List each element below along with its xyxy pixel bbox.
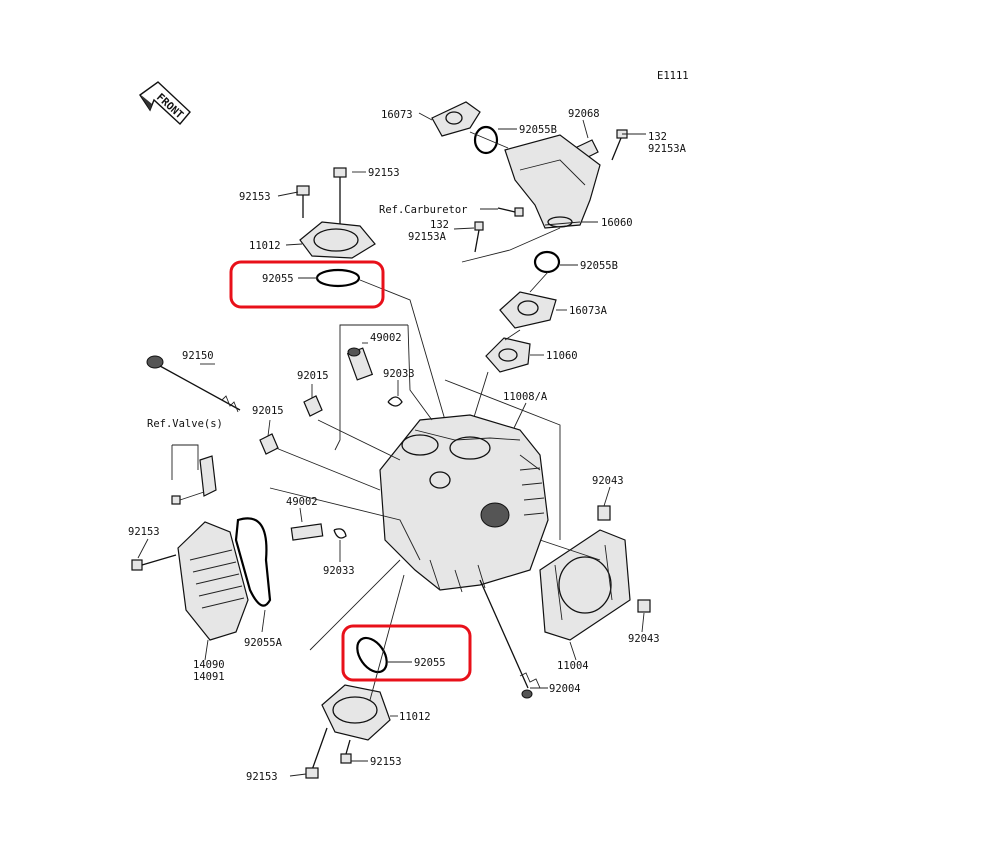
label-11008A: 11008/A (503, 391, 548, 403)
label-92043-top: 92043 (592, 475, 624, 487)
label-92055-bot: 92055 (414, 657, 446, 669)
nut-92015-b (259, 433, 279, 455)
cap-11012-top (299, 221, 376, 259)
insulator-16073 (431, 101, 481, 137)
bolt-92153-side (131, 554, 177, 571)
stud-bolt-92150 (146, 355, 241, 413)
label-ref-valves: Ref.Valve(s) (147, 418, 223, 430)
label-92153-side: 92153 (128, 526, 160, 538)
cylinder-gasket-11004 (539, 529, 631, 641)
label-92055B-mid: 92055B (580, 260, 618, 272)
label-132-top: 132 (648, 131, 667, 143)
label-92015-b: 92015 (252, 405, 284, 417)
stud-92004 (479, 579, 541, 699)
label-49002-top: 49002 (370, 332, 402, 344)
o-ring-92055-bot (356, 636, 388, 674)
label-11004: 11004 (557, 660, 589, 672)
head-cover-14090 (177, 521, 249, 641)
bolt-92153-top (333, 167, 347, 225)
label-92015-a: 92015 (297, 370, 329, 382)
bolt-132-92153A-top (611, 129, 628, 161)
bolt-132-92153A-mid (474, 221, 484, 253)
label-92004: 92004 (549, 683, 581, 695)
label-92153A-top: 92153A (648, 143, 687, 155)
o-ring-92055-top (315, 268, 361, 288)
label-92055-top: 92055 (262, 273, 294, 285)
bolt-92153-bot-right (340, 739, 352, 764)
cap-11012-bot (321, 684, 391, 741)
label-92153-left: 92153 (239, 191, 271, 203)
label-92068: 92068 (568, 108, 600, 120)
dowel-92043-top (597, 505, 611, 521)
label-92153-bot-right: 92153 (370, 756, 402, 768)
label-16073: 16073 (381, 109, 413, 121)
bolt-92153-left (296, 185, 310, 218)
label-16073A: 16073A (569, 305, 608, 317)
bolt-92153-bot-left (305, 727, 328, 779)
leader-lines (137, 112, 646, 777)
highlight-box-bottom-o-ring (341, 624, 472, 682)
o-ring-92055B-top (473, 125, 499, 155)
intake-pipe-16060 (504, 134, 601, 229)
dowel-92043-bot (637, 599, 651, 613)
label-16060: 16060 (601, 217, 633, 229)
valve-guide-49002-bot (290, 523, 324, 541)
label-ref-carburetor: Ref.Carburetor (379, 204, 468, 216)
label-49002-bot: 49002 (286, 496, 318, 508)
label-92055B-top: 92055B (519, 124, 557, 136)
valve-bracket (171, 455, 217, 505)
label-11060: 11060 (546, 350, 578, 362)
highlight-box-top-o-ring (229, 260, 385, 309)
diagram-code: E1111 (657, 70, 689, 82)
label-92153-top: 92153 (368, 167, 400, 179)
bolt-carburetor (497, 207, 524, 217)
gasket-92055A (234, 517, 272, 607)
label-92033-bot: 92033 (323, 565, 355, 577)
cylinder-head-11008A (379, 414, 549, 593)
label-92153A-mid: 92153A (408, 231, 447, 243)
label-14091: 14091 (193, 671, 225, 683)
label-92055A: 92055A (244, 637, 283, 649)
nut-92015-a (303, 395, 323, 417)
label-92153-bot-left: 92153 (246, 771, 278, 783)
label-92150: 92150 (182, 350, 214, 362)
label-92033-top: 92033 (383, 368, 415, 380)
label-11012-bot: 11012 (399, 711, 431, 723)
gasket-11060 (485, 337, 531, 373)
o-ring-92055B-mid (533, 250, 561, 274)
clip-92033-bot (333, 528, 347, 539)
label-92043-bot: 92043 (628, 633, 660, 645)
front-direction-arrow: FRONT (139, 81, 191, 126)
clip-92033-top (387, 396, 403, 407)
label-132-mid: 132 (430, 219, 449, 231)
label-14090: 14090 (193, 659, 225, 671)
label-11012-top: 11012 (249, 240, 281, 252)
insulator-16073A (499, 291, 557, 329)
valve-guide-49002-top (346, 347, 374, 381)
